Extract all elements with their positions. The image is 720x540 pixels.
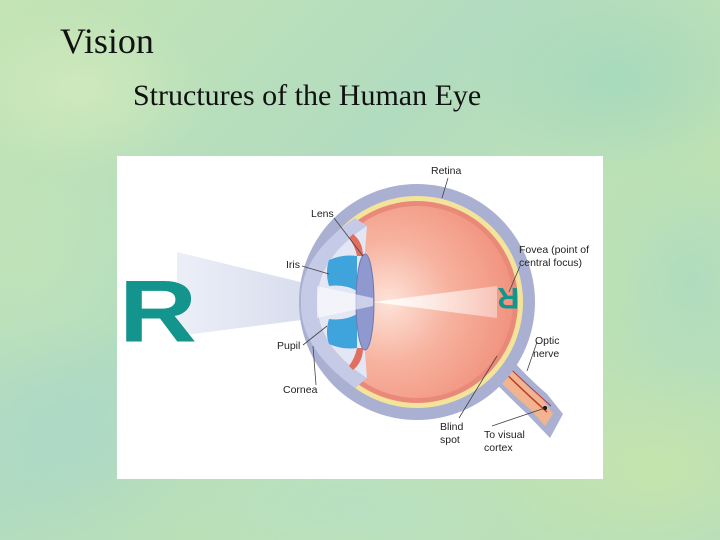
label-blind-1: Blind <box>440 421 464 433</box>
ciliary-body-bottom <box>349 348 363 370</box>
ciliary-body-top <box>349 234 363 256</box>
label-blind-2: spot <box>440 434 460 446</box>
leader-lines <box>301 177 546 427</box>
label-fovea-1: Fovea (point of <box>519 244 589 256</box>
eye-diagram: R R <box>117 156 603 479</box>
object-letter-r: R <box>119 262 197 361</box>
leader-retina <box>441 177 449 199</box>
label-optic-1: Optic <box>535 335 560 347</box>
incoming-light-beam <box>177 252 317 336</box>
leader-cornea <box>312 345 317 386</box>
slide-subtitle: Structures of the Human Eye <box>133 79 482 112</box>
leader-lens <box>333 217 364 257</box>
leader-fovea <box>508 265 521 293</box>
label-cortex-2: cortex <box>484 442 513 454</box>
eye-diagram-svg: R R <box>119 165 589 454</box>
label-cornea: Cornea <box>283 384 318 396</box>
retinal-image-r: R <box>497 281 519 314</box>
label-cortex-1: To visual <box>484 429 525 441</box>
leader-cortex <box>491 407 546 427</box>
label-fovea-2: central focus) <box>519 257 582 269</box>
leader-optic <box>526 341 538 372</box>
light-through-pupil <box>317 286 373 318</box>
internal-light-beam <box>373 286 497 318</box>
iris-top <box>327 255 357 291</box>
label-optic-2: nerve <box>533 348 559 360</box>
slide-title: Vision <box>60 21 154 61</box>
label-lens: Lens <box>311 208 334 220</box>
cornea <box>300 218 367 388</box>
label-iris: Iris <box>286 259 300 271</box>
leader-iris <box>301 265 330 275</box>
label-retina: Retina <box>431 165 462 177</box>
label-pupil: Pupil <box>277 340 300 352</box>
leader-blind <box>458 355 498 419</box>
leader-pupil <box>302 325 328 346</box>
iris-bottom <box>327 314 357 349</box>
